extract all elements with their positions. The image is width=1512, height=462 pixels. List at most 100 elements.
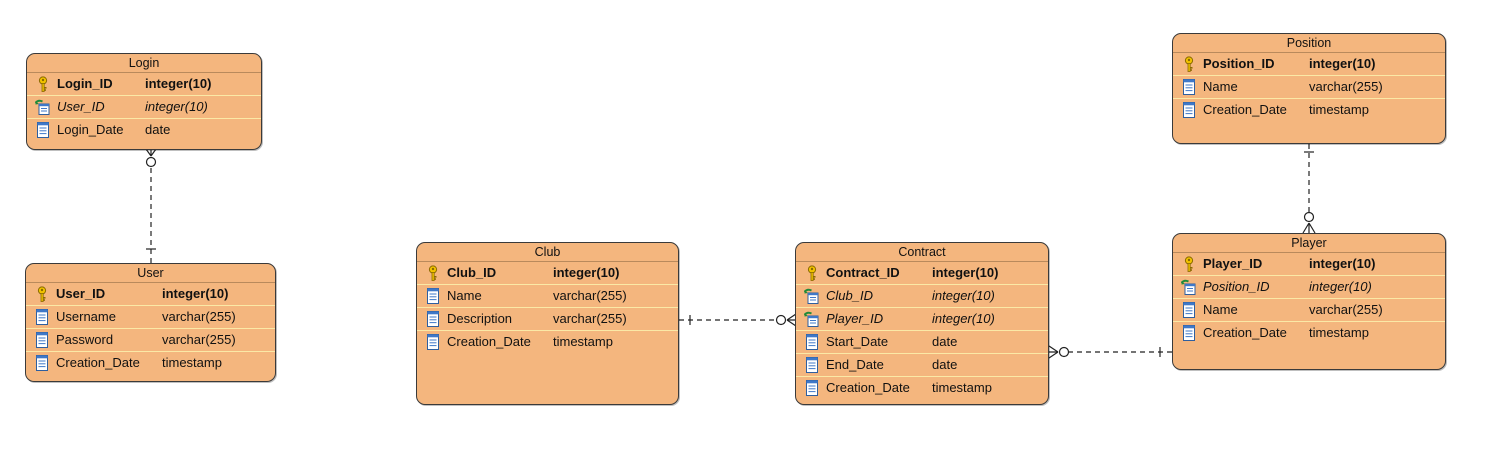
crow-foot-marker <box>1302 222 1316 234</box>
rel-user-login[interactable] <box>145 148 157 263</box>
column-name: Position_ID <box>1203 279 1270 294</box>
column-icon <box>804 380 820 396</box>
column-row[interactable]: User_ID integer(10) <box>26 283 275 306</box>
column-icon <box>1181 79 1197 95</box>
column-name: Password <box>56 332 114 347</box>
column-name: Player_ID <box>1203 256 1263 271</box>
column-name: Login_Date <box>57 122 124 137</box>
column-type: integer(10) <box>145 99 208 114</box>
column-icon <box>804 357 820 373</box>
column-icon <box>1181 102 1197 118</box>
key-icon <box>34 286 50 302</box>
column-name: Login_ID <box>57 76 113 91</box>
column-name: Username <box>56 309 116 324</box>
entity-user[interactable]: User User_ID integer(10) Username varchar(2… <box>25 263 276 382</box>
entity-title: Position <box>1173 34 1445 53</box>
column-name: Creation_Date <box>1203 102 1287 117</box>
column-row[interactable]: Name varchar(255) <box>1173 299 1445 322</box>
column-type: varchar(255) <box>162 309 236 324</box>
column-type: integer(10) <box>932 265 999 280</box>
entity-title: Login <box>27 54 261 73</box>
column-row[interactable]: Creation_Date timestamp <box>26 352 275 374</box>
column-name: Name <box>1203 79 1238 94</box>
column-icon <box>34 309 50 325</box>
column-name: Creation_Date <box>826 380 910 395</box>
crow-foot-marker <box>1048 345 1059 359</box>
column-row[interactable]: Contract_ID integer(10) <box>796 262 1048 285</box>
column-type: integer(10) <box>162 286 229 301</box>
zero-marker <box>775 314 787 326</box>
column-name: User_ID <box>57 99 105 114</box>
foreign-key-icon <box>803 288 820 304</box>
column-name: Player_ID <box>826 311 884 326</box>
column-name: Position_ID <box>1203 56 1275 71</box>
foreign-key-icon <box>1180 279 1197 295</box>
column-name: Creation_Date <box>447 334 531 349</box>
column-icon <box>1181 302 1197 318</box>
rel-player-contract[interactable] <box>1048 345 1172 359</box>
foreign-key-icon <box>34 99 51 115</box>
column-type: date <box>932 357 958 372</box>
entity-title: Contract <box>796 243 1048 262</box>
column-row[interactable]: Creation_Date timestamp <box>417 331 678 353</box>
column-row[interactable]: Position_ID integer(10) <box>1173 276 1445 299</box>
column-row[interactable]: Name varchar(255) <box>417 285 678 308</box>
column-type: timestamp <box>1309 325 1369 340</box>
zero-marker <box>145 156 157 168</box>
column-name: Club_ID <box>447 265 497 280</box>
key-icon <box>35 76 51 92</box>
entity-title: Player <box>1173 234 1445 253</box>
entity-title: User <box>26 264 275 283</box>
column-icon <box>425 288 441 304</box>
column-type: integer(10) <box>1309 279 1372 294</box>
column-row[interactable]: Creation_Date timestamp <box>796 377 1048 399</box>
column-type: varchar(255) <box>553 311 627 326</box>
column-name: Name <box>1203 302 1238 317</box>
key-icon <box>425 265 441 281</box>
column-row[interactable]: Club_ID integer(10) <box>417 262 678 285</box>
foreign-key-icon <box>803 311 820 327</box>
crow-foot-marker <box>786 313 797 327</box>
column-name: Contract_ID <box>826 265 900 280</box>
column-type: date <box>932 334 958 349</box>
column-name: Name <box>447 288 482 303</box>
column-type: integer(10) <box>553 265 620 280</box>
column-type: varchar(255) <box>1309 302 1383 317</box>
column-row[interactable]: Username varchar(255) <box>26 306 275 329</box>
column-type: varchar(255) <box>553 288 627 303</box>
column-icon <box>425 334 441 350</box>
column-name: User_ID <box>56 286 106 301</box>
zero-marker <box>1303 211 1315 223</box>
column-row[interactable]: Description varchar(255) <box>417 308 678 331</box>
column-name: Description <box>447 311 513 326</box>
rel-club-contract[interactable] <box>679 313 797 327</box>
column-row[interactable]: User_ID integer(10) <box>27 96 261 119</box>
key-icon <box>804 265 820 281</box>
key-icon <box>1181 56 1197 72</box>
zero-marker <box>1058 346 1070 358</box>
column-name: Creation_Date <box>56 355 140 370</box>
rel-position-player[interactable] <box>1302 144 1316 234</box>
column-type: integer(10) <box>932 288 995 303</box>
column-icon <box>1181 325 1197 341</box>
column-type: timestamp <box>162 355 222 370</box>
column-type: timestamp <box>932 380 992 395</box>
column-type: timestamp <box>553 334 613 349</box>
